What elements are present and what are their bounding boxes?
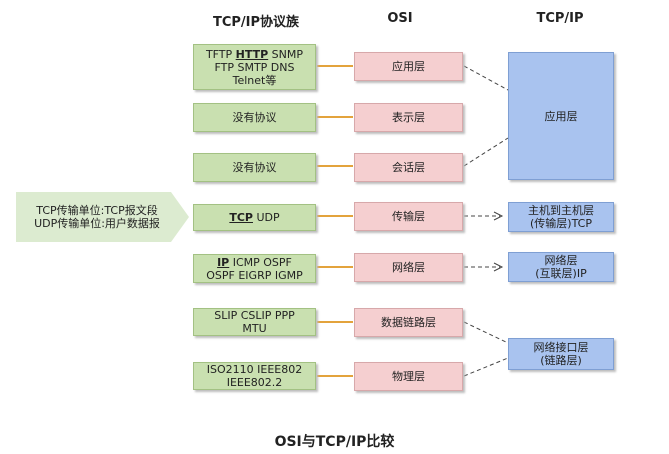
arrowheads	[493, 211, 504, 272]
physical-protocols-line1: ISO2110 IEEE802	[206, 363, 303, 376]
osi-physical-label: 物理层	[392, 370, 425, 383]
diagram-caption: OSI与TCP/IP比较	[274, 434, 395, 450]
http-protocol-label: HTTP	[235, 47, 269, 61]
arrowhead-network	[493, 262, 504, 272]
tcpip-layer-application: 应用层	[508, 52, 614, 180]
network-protocols-rest: ICMP OSPF	[229, 255, 292, 269]
suite-header: TCP/IP协议族	[212, 15, 300, 30]
protocol-box-session: 没有协议	[193, 153, 316, 182]
tcpip-internet-line1: 网络层	[544, 254, 578, 267]
tcpip-layer-link: 网络接口层 (链路层)	[508, 338, 614, 370]
udp-protocol-label: UDP	[252, 211, 280, 224]
tcpip-transport-line1: 主机到主机层	[528, 204, 594, 217]
tcp-protocol-label: TCP	[229, 211, 253, 224]
osi-network-label: 网络层	[392, 261, 425, 274]
tcpip-application-label: 应用层	[544, 109, 578, 123]
application-protocols-prefix: TFTP	[205, 47, 236, 61]
map-app-top	[463, 65, 509, 91]
tcpip-internet-line2: (互联层)IP	[535, 267, 587, 280]
tcpip-layer-transport: 主机到主机层 (传输层)TCP	[508, 202, 614, 232]
udp-unit-label: UDP传输单位:用户数据报	[34, 217, 160, 230]
tcpip-transport-line2: (传输层)TCP	[530, 217, 592, 230]
osi-layer-session: 会话层	[354, 153, 463, 182]
protocol-box-physical: ISO2110 IEEE802 IEEE802.2	[193, 362, 316, 390]
physical-protocols-line2: IEEE802.2	[226, 376, 283, 389]
map-physical	[463, 357, 509, 377]
tcp-unit-label: TCP传输单位:TCP报文段	[36, 204, 158, 217]
osi-layer-physical: 物理层	[354, 362, 463, 391]
ip-protocol-label: IP	[217, 255, 230, 269]
protocol-box-application: TFTP HTTP SNMP FTP SMTP DNS Telnet等	[193, 44, 316, 90]
osi-header: OSI	[387, 11, 413, 26]
protocol-box-transport: TCP UDP	[193, 204, 316, 231]
osi-presentation-label: 表示层	[392, 111, 425, 124]
network-protocols-line2: OSPF EIGRP IGMP	[206, 268, 303, 282]
protocol-box-presentation: 没有协议	[193, 103, 316, 132]
tcpip-link-line1: 网络接口层	[533, 341, 589, 354]
osi-transport-label: 传输层	[392, 210, 425, 223]
tcpip-header: TCP/IP	[536, 11, 584, 26]
osi-session-label: 会话层	[392, 161, 425, 174]
osi-layer-application: 应用层	[354, 52, 463, 81]
tcpip-layer-internet: 网络层 (互联层)IP	[508, 252, 614, 282]
protocol-box-datalink: SLIP CSLIP PPP MTU	[193, 308, 316, 336]
osi-layer-datalink: 数据链路层	[354, 308, 463, 337]
map-datalink	[463, 321, 509, 344]
protocol-box-network: IP ICMP OSPF OSPF EIGRP IGMP	[193, 254, 316, 283]
osi-application-label: 应用层	[392, 60, 425, 73]
session-protocols-label: 没有协议	[232, 161, 277, 174]
transmission-unit-text: TCP传输单位:TCP报文段 UDP传输单位:用户数据报	[22, 204, 172, 230]
tcpip-link-line2: (链路层)	[540, 354, 582, 367]
osi-layer-network: 网络层	[354, 253, 463, 282]
map-session-bottom	[463, 137, 509, 167]
osi-layer-presentation: 表示层	[354, 103, 463, 132]
datalink-protocols-line2: MTU	[242, 322, 267, 335]
datalink-protocols-line1: SLIP CSLIP PPP	[214, 309, 295, 322]
transmission-unit-arrow	[16, 192, 189, 242]
dashed-mappings	[463, 65, 509, 377]
osi-datalink-label: 数据链路层	[381, 316, 436, 329]
presentation-protocols-label: 没有协议	[232, 111, 277, 124]
arrowhead-transport	[493, 211, 504, 221]
application-protocols-suffix: SNMP	[268, 47, 304, 61]
application-protocols-line2: FTP SMTP DNS	[214, 60, 295, 74]
osi-layer-transport: 传输层	[354, 202, 463, 231]
application-protocols-line3: Telnet等	[232, 73, 277, 87]
orange-connectors	[317, 65, 353, 377]
